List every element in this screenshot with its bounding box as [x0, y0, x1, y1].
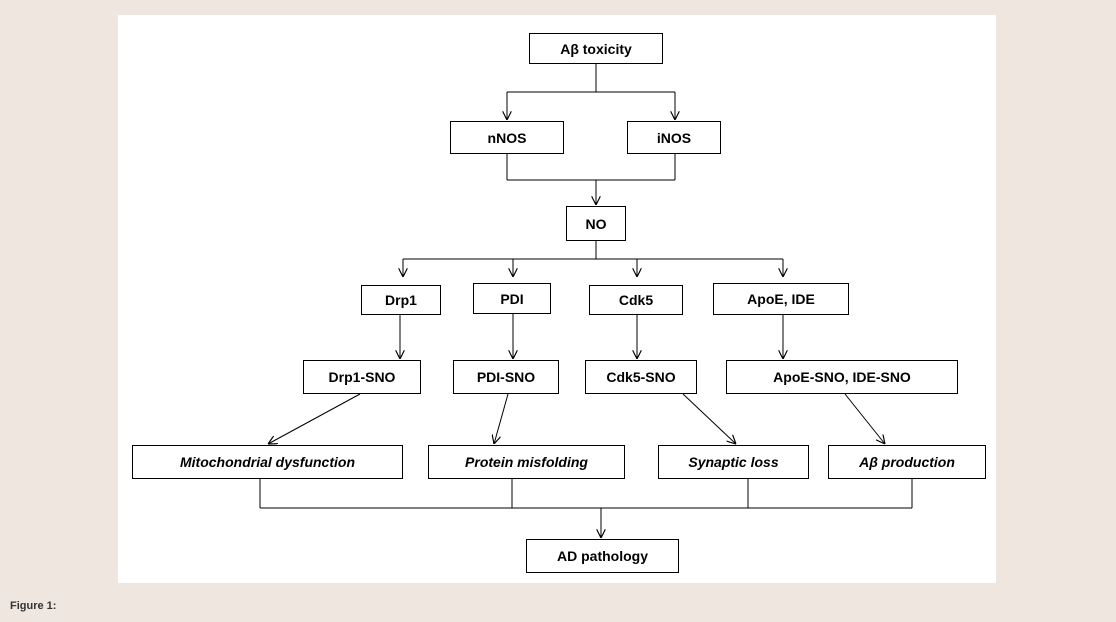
node-ad-pathology: AD pathology [526, 539, 679, 573]
outcome-mitochondrial-dysfunction: Mitochondrial dysfunction [132, 445, 403, 479]
node-pdi-sno: PDI-SNO [453, 360, 559, 394]
figure-panel [118, 15, 996, 583]
outcome-protein-misfolding: Protein misfolding [428, 445, 625, 479]
node-cdk5-sno: Cdk5-SNO [585, 360, 697, 394]
node-no: NO [566, 206, 626, 241]
arrow-to-ab-production [844, 393, 885, 444]
node-apoe-ide: ApoE, IDE [713, 283, 849, 315]
outcome-ab-production: Aβ production [828, 445, 986, 479]
node-nnos: nNOS [450, 121, 564, 154]
node-cdk5: Cdk5 [589, 285, 683, 315]
node-drp1: Drp1 [361, 285, 441, 315]
arrow-to-misfolding [494, 393, 509, 444]
node-pdi: PDI [473, 283, 551, 314]
node-apoe-ide-sno: ApoE-SNO, IDE-SNO [726, 360, 958, 394]
arrow-to-mito [268, 393, 361, 444]
node-drp1-sno: Drp1-SNO [303, 360, 421, 394]
node-ab-toxicity: Aβ toxicity [529, 33, 663, 64]
arrow-to-synaptic [682, 393, 736, 444]
node-inos: iNOS [627, 121, 721, 154]
outcome-synaptic-loss: Synaptic loss [658, 445, 809, 479]
figure-caption: Figure 1: [10, 600, 57, 612]
